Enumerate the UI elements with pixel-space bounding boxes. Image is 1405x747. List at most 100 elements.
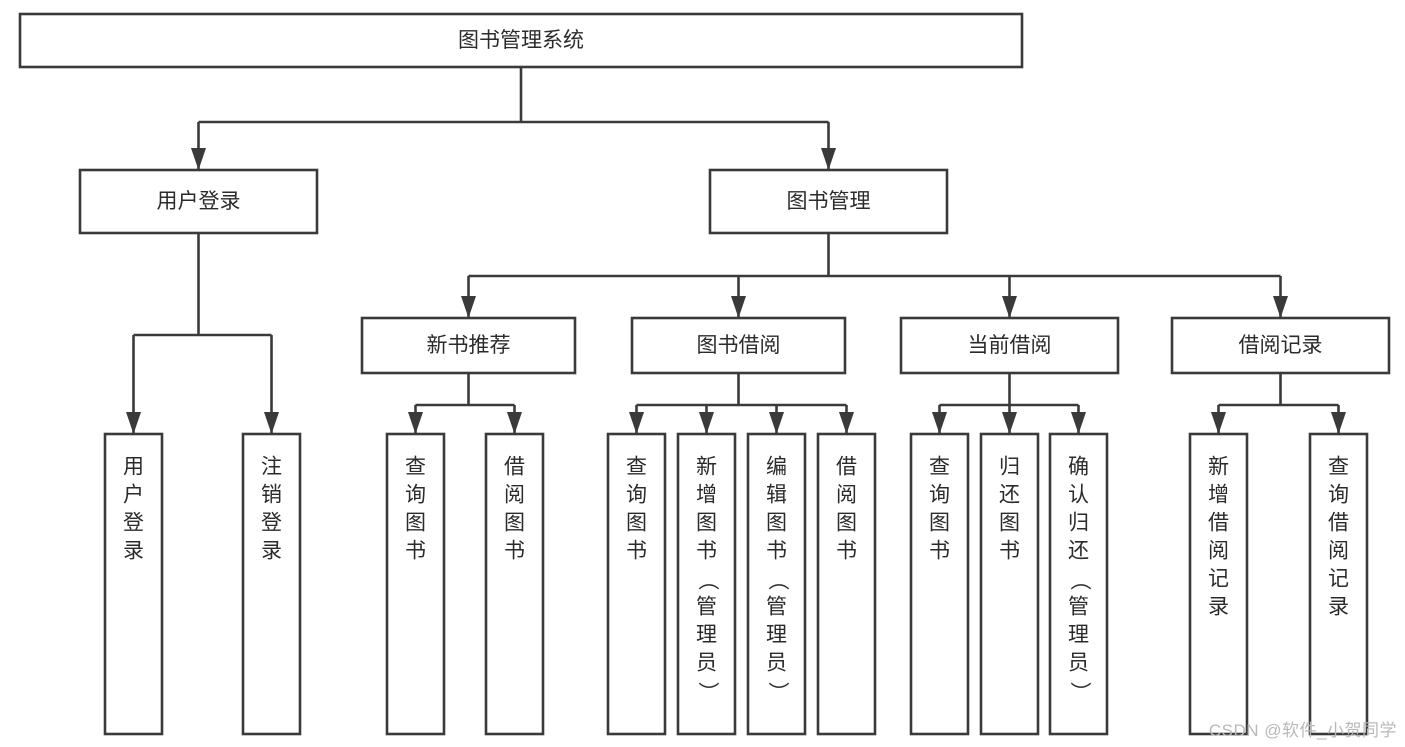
arrow-head-icon bbox=[1071, 412, 1086, 434]
svg-text:询: 询 bbox=[626, 484, 647, 507]
svg-text:增: 增 bbox=[696, 484, 717, 507]
connector-layer bbox=[126, 67, 1346, 434]
svg-text:登: 登 bbox=[123, 512, 144, 535]
svg-text:注: 注 bbox=[261, 456, 282, 479]
svg-text:还: 还 bbox=[999, 484, 1020, 507]
svg-text:记: 记 bbox=[1328, 568, 1349, 591]
arrow-head-icon bbox=[629, 412, 644, 434]
svg-text:记: 记 bbox=[1208, 568, 1229, 591]
node-level3-3[interactable] bbox=[1170, 316, 1391, 375]
arrow-head-icon bbox=[731, 296, 746, 318]
svg-text:图: 图 bbox=[405, 512, 426, 535]
svg-text:书: 书 bbox=[626, 540, 647, 563]
arrow-head-icon bbox=[191, 148, 206, 170]
svg-text:确: 确 bbox=[1068, 456, 1089, 479]
svg-text:书: 书 bbox=[836, 540, 857, 563]
svg-text:员: 员 bbox=[766, 652, 787, 675]
arrow-head-icon bbox=[699, 412, 714, 434]
svg-text:（: （ bbox=[1068, 570, 1091, 591]
svg-text:录: 录 bbox=[123, 540, 144, 563]
svg-text:编: 编 bbox=[766, 456, 787, 479]
svg-text:）: ） bbox=[766, 682, 789, 703]
arrow-head-icon bbox=[1002, 296, 1017, 318]
svg-text:理: 理 bbox=[1068, 624, 1089, 647]
node-leaf-book_borrow-2[interactable] bbox=[746, 432, 807, 736]
node-level3-0[interactable] bbox=[360, 316, 577, 375]
svg-text:书: 书 bbox=[766, 540, 787, 563]
svg-text:管: 管 bbox=[766, 596, 787, 619]
svg-text:询: 询 bbox=[1328, 484, 1349, 507]
arrow-head-icon bbox=[821, 148, 836, 170]
svg-text:书: 书 bbox=[504, 540, 525, 563]
node-leaf-new_book-1[interactable] bbox=[484, 432, 545, 736]
svg-text:认: 认 bbox=[1068, 484, 1089, 507]
svg-text:（: （ bbox=[766, 570, 789, 591]
svg-text:增: 增 bbox=[1208, 484, 1229, 507]
svg-text:归: 归 bbox=[1068, 512, 1089, 535]
svg-text:借: 借 bbox=[836, 456, 857, 479]
svg-text:员: 员 bbox=[1068, 652, 1089, 675]
node-leaf-book_borrow-3[interactable] bbox=[816, 432, 877, 736]
svg-text:图: 图 bbox=[504, 512, 525, 535]
svg-text:录: 录 bbox=[1328, 596, 1349, 619]
node-root[interactable] bbox=[18, 12, 1024, 69]
node-level2-label-1: 图书管理 bbox=[787, 190, 871, 213]
node-leaf-borrow_record-1[interactable] bbox=[1308, 432, 1369, 736]
node-root-label: 图书管理系统 bbox=[458, 29, 584, 52]
svg-text:图: 图 bbox=[929, 512, 950, 535]
svg-text:登: 登 bbox=[261, 512, 282, 535]
svg-text:查: 查 bbox=[929, 456, 950, 479]
node-layer: 图书管理系统用户登录图书管理新书推荐图书借阅当前借阅借阅记录用户登录注销登录查询… bbox=[18, 12, 1391, 736]
svg-text:还: 还 bbox=[1068, 540, 1089, 563]
svg-text:辑: 辑 bbox=[766, 484, 787, 507]
node-leaf-current_borrow-1[interactable] bbox=[979, 432, 1040, 736]
node-level2-0[interactable] bbox=[78, 168, 319, 235]
svg-text:查: 查 bbox=[1328, 456, 1349, 479]
arrow-head-icon bbox=[769, 412, 784, 434]
node-leaf-user_login-1[interactable] bbox=[241, 432, 302, 736]
svg-text:用: 用 bbox=[123, 456, 144, 479]
arrow-head-icon bbox=[932, 412, 947, 434]
node-leaf-current_borrow-2[interactable] bbox=[1048, 432, 1109, 736]
node-level3-label-2: 当前借阅 bbox=[968, 334, 1052, 357]
node-leaf-book_borrow-0[interactable] bbox=[606, 432, 667, 736]
svg-text:阅: 阅 bbox=[504, 484, 525, 507]
arrow-head-icon bbox=[1002, 412, 1017, 434]
svg-text:书: 书 bbox=[405, 540, 426, 563]
node-leaf-new_book-0[interactable] bbox=[385, 432, 446, 736]
svg-text:员: 员 bbox=[696, 652, 717, 675]
node-leaf-user_login-0[interactable] bbox=[103, 432, 164, 736]
svg-text:借: 借 bbox=[1208, 512, 1229, 535]
node-level3-2[interactable] bbox=[899, 316, 1120, 375]
node-leaf-current_borrow-0[interactable] bbox=[909, 432, 970, 736]
svg-text:管: 管 bbox=[696, 596, 717, 619]
svg-text:借: 借 bbox=[1328, 512, 1349, 535]
node-level3-label-1: 图书借阅 bbox=[697, 334, 781, 357]
node-leaf-borrow_record-0[interactable] bbox=[1188, 432, 1249, 736]
arrow-head-icon bbox=[126, 412, 141, 434]
svg-text:归: 归 bbox=[999, 456, 1020, 479]
node-level3-1[interactable] bbox=[630, 316, 847, 375]
svg-text:销: 销 bbox=[261, 484, 282, 507]
svg-text:）: ） bbox=[1068, 682, 1091, 703]
svg-text:借: 借 bbox=[504, 456, 525, 479]
node-level2-1[interactable] bbox=[708, 168, 949, 235]
svg-text:录: 录 bbox=[1208, 596, 1229, 619]
svg-text:图: 图 bbox=[626, 512, 647, 535]
svg-text:理: 理 bbox=[766, 624, 787, 647]
svg-text:图: 图 bbox=[999, 512, 1020, 535]
svg-text:询: 询 bbox=[405, 484, 426, 507]
node-leaf-book_borrow-1[interactable] bbox=[676, 432, 737, 736]
arrow-head-icon bbox=[408, 412, 423, 434]
